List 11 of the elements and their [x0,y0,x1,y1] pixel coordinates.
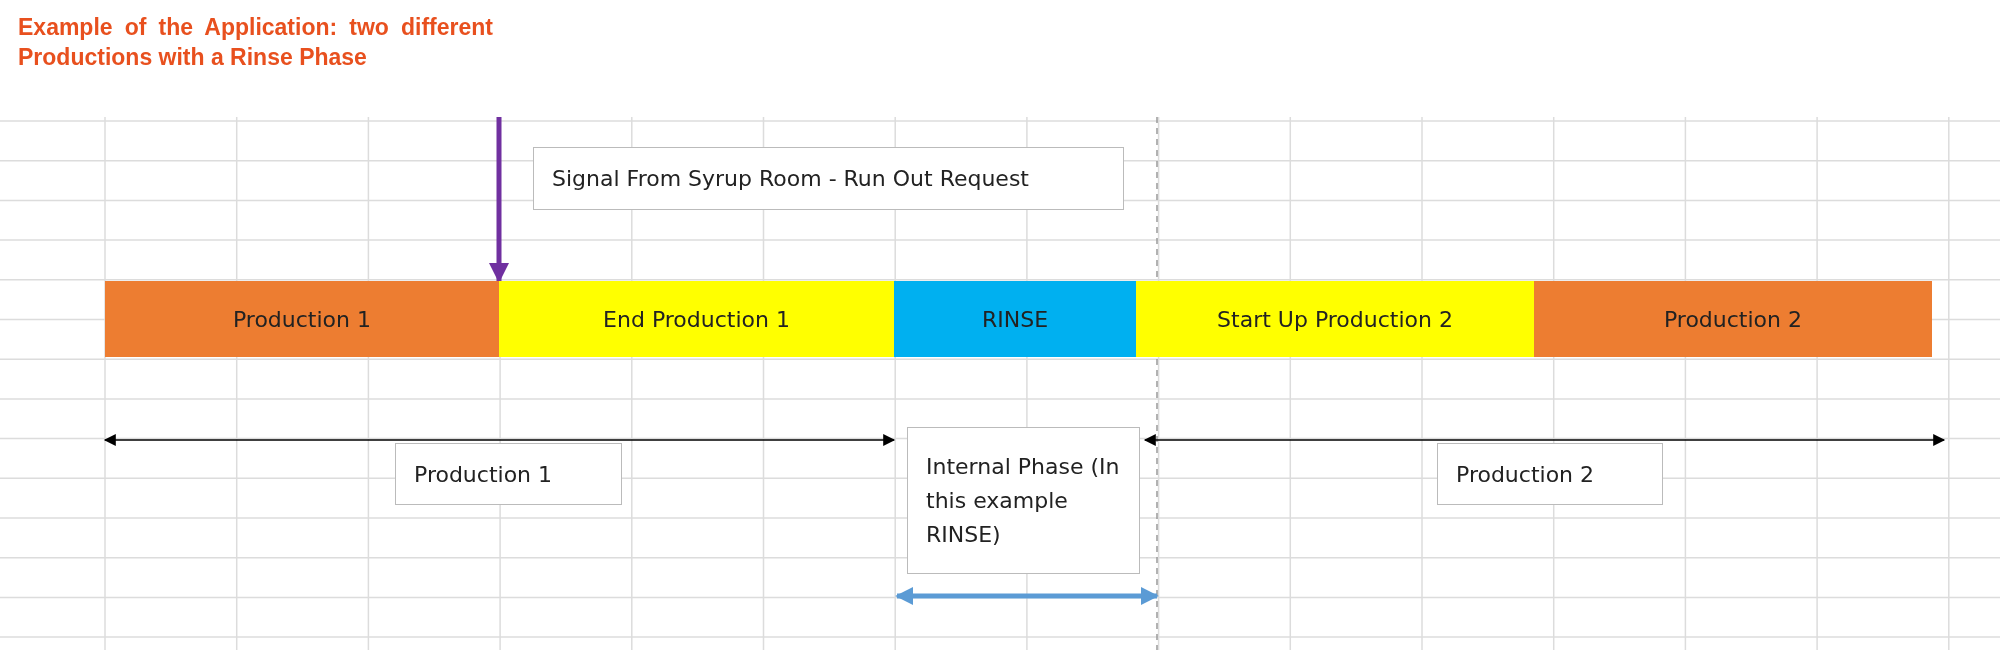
text-box: Signal From Syrup Room - Run Out Request [533,147,1124,210]
phase-bar: Production 1 [105,281,499,357]
arrow [489,117,509,283]
phase-bar: End Production 1 [499,281,894,357]
diagram-title: Example of the Application: two different Productions with a Rinse Phase [18,13,493,72]
phase-bar: RINSE [894,281,1136,357]
text-box: Production 2 [1437,443,1663,505]
text-box: Internal Phase (In this example RINSE) [907,427,1140,574]
phase-bar: Production 2 [1534,281,1932,357]
phase-bar: Start Up Production 2 [1136,281,1534,357]
text-box: Production 1 [395,443,622,505]
